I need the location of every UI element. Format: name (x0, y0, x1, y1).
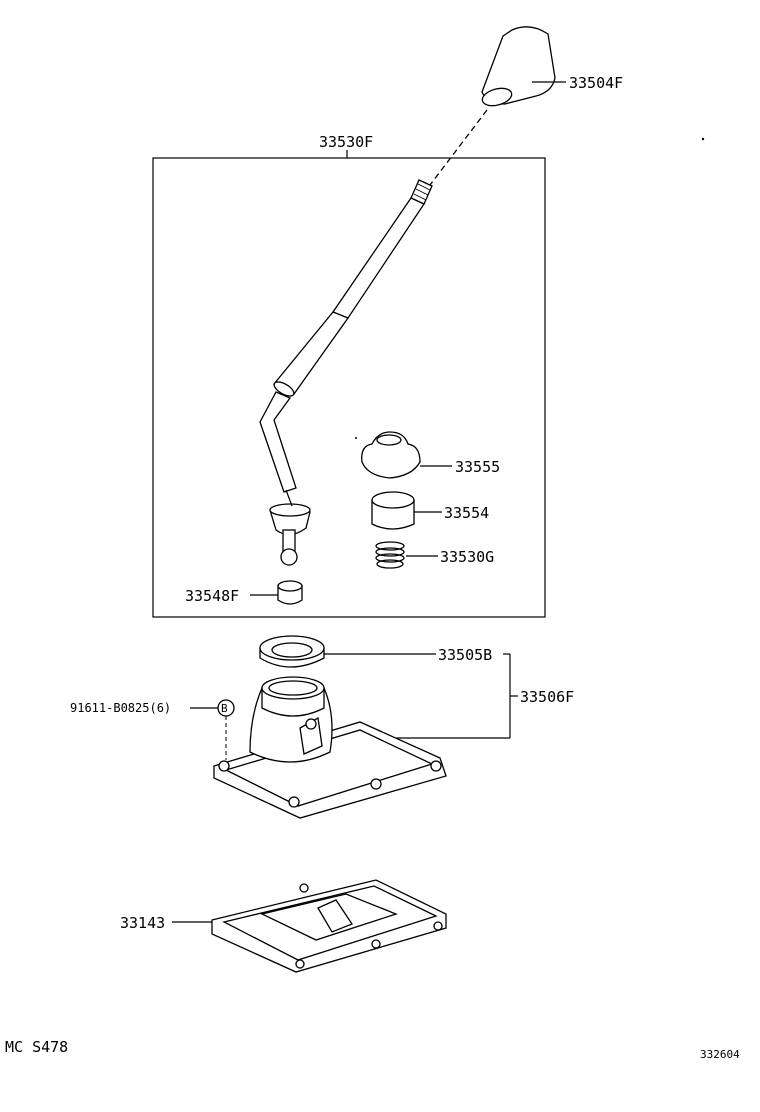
housing-assy-bracket (396, 653, 518, 739)
knob-connector-line (429, 109, 488, 186)
seat-part (250, 580, 303, 605)
cover-part-number: 33143 (120, 914, 165, 932)
boot-part (361, 431, 452, 479)
bolt-part-number: 91611-B0825(6) (70, 701, 171, 715)
seat-part-number: 33548F (185, 587, 239, 605)
boot-part-number: 33555 (455, 458, 500, 476)
svg-text:B: B (221, 702, 228, 715)
bolt-part: B (190, 699, 235, 760)
spring-part-number: 33530G (440, 548, 494, 566)
lever-assy-part-number: 33530F (319, 133, 373, 151)
shift-housing (213, 676, 447, 819)
bushing-part-number: 33554 (444, 504, 489, 522)
diagram-code-left: MC S478 (5, 1038, 68, 1056)
lever-assy-frame (152, 157, 546, 618)
shift-knob (481, 26, 566, 107)
diagram-code-right: 332604 (700, 1048, 740, 1061)
retainer-part (259, 635, 436, 668)
shift-lever (259, 179, 433, 566)
housing-assy-part-number: 33506F (520, 688, 574, 706)
spring-part (375, 541, 438, 569)
cover-part (172, 879, 447, 973)
knob-part-number: 33504F (569, 74, 623, 92)
bushing-part (371, 491, 442, 530)
retainer-part-number: 33505B (438, 646, 492, 664)
